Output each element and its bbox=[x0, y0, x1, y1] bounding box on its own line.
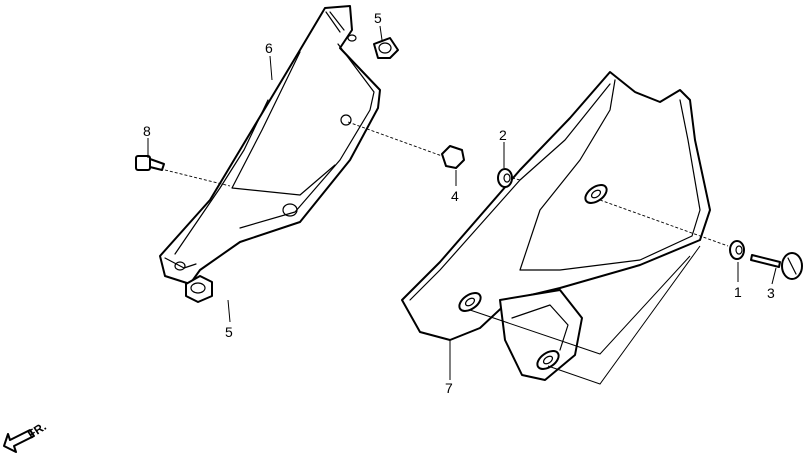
callout-1: 1 bbox=[734, 284, 742, 300]
screw-part-3 bbox=[750, 252, 803, 280]
callout-7: 7 bbox=[445, 380, 453, 396]
callout-4: 4 bbox=[451, 188, 459, 204]
leader-lines bbox=[147, 25, 777, 380]
washer-part-2 bbox=[497, 168, 513, 188]
assembly-lines bbox=[164, 121, 729, 385]
grommet-lower bbox=[185, 275, 213, 303]
right-side-cover bbox=[401, 71, 711, 381]
washer-part-1 bbox=[729, 240, 745, 260]
callout-3: 3 bbox=[767, 285, 775, 301]
cap-part-4 bbox=[441, 145, 465, 169]
callout-2: 2 bbox=[499, 127, 507, 143]
callout-5-lower: 5 bbox=[225, 324, 233, 340]
callout-5-upper: 5 bbox=[374, 10, 382, 26]
callout-8: 8 bbox=[143, 123, 151, 139]
left-side-cover bbox=[159, 5, 381, 285]
grommet-upper bbox=[373, 37, 399, 59]
front-direction-arrow: FR. bbox=[3, 419, 49, 453]
callout-6: 6 bbox=[265, 40, 273, 56]
bolt-part-8 bbox=[135, 155, 165, 171]
